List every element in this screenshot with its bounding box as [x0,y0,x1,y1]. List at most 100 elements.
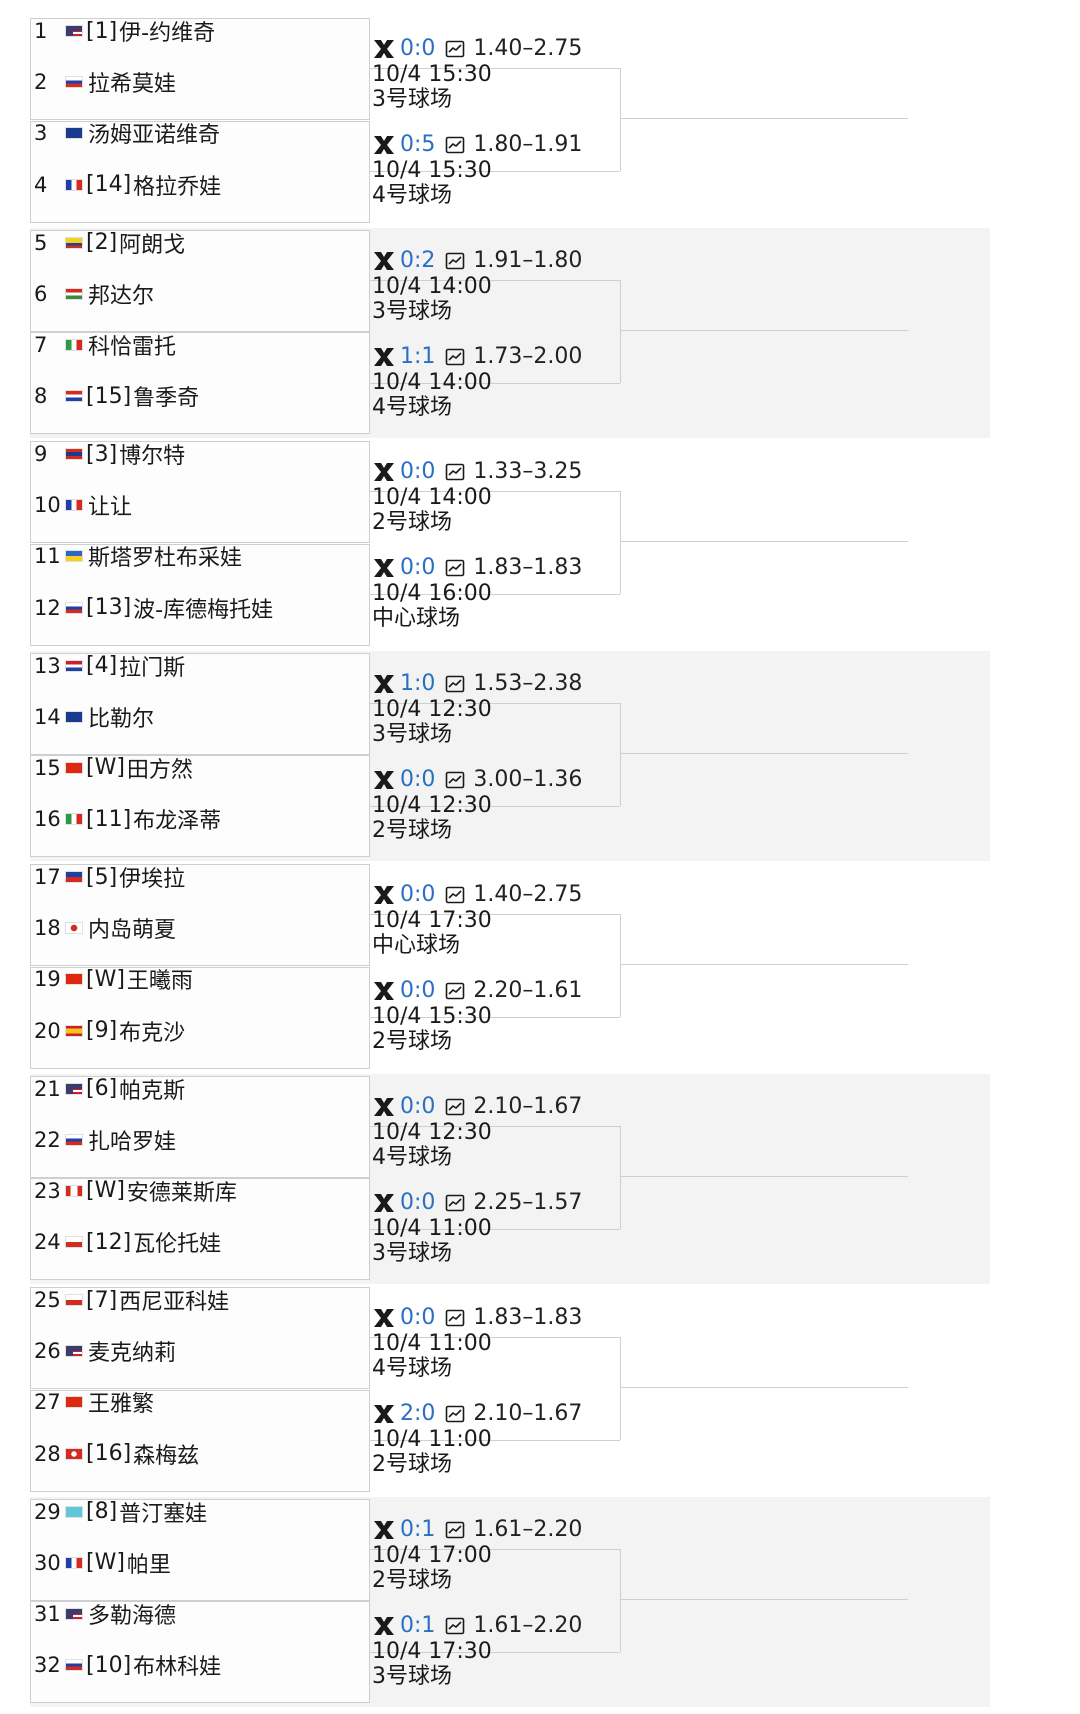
player-row[interactable]: 16[11]布龙泽蒂 [34,804,221,835]
match-time: 10/4 12:30 [372,696,492,722]
chart-icon[interactable] [445,1309,465,1327]
player-row[interactable]: 20[9]布克沙 [34,1016,185,1046]
bracket-connector [620,914,621,1017]
match-score: 0:1 [400,1612,436,1638]
player-row[interactable]: 12[13]波-库德梅托娃 [34,593,273,623]
match-score: 0:0 [400,1305,436,1330]
player-row[interactable]: 25[7]西尼亚科娃 [34,1285,229,1316]
nl-flag [65,659,83,672]
match-odds: 1.33–3.25 [473,459,583,484]
chart-icon[interactable] [445,463,465,481]
player-row[interactable]: 1[1]伊-约维奇 [34,16,215,47]
match-odds: 2.25–1.57 [473,1189,583,1215]
bracket-connector [620,279,621,383]
player-row[interactable]: 4[14]格拉乔娃 [34,170,221,200]
chart-icon[interactable] [445,1098,465,1116]
match-pair-box [30,18,370,120]
draw-position: 9 [34,442,48,466]
player-row[interactable]: 13[4]拉门斯 [34,651,185,681]
bracket-connector [620,1337,621,1440]
logo-icon [374,1616,394,1635]
player-row[interactable]: 17[5]伊埃拉 [34,862,185,893]
match-score: 0:0 [400,1189,436,1215]
match-pair-box [30,543,370,646]
player-row[interactable]: 21[6]帕克斯 [34,1074,185,1104]
player-row[interactable]: 23[W]安德莱斯库 [34,1176,237,1206]
player-row[interactable]: 30[W]帕里 [34,1548,171,1578]
player-row[interactable]: 9[3]博尔特 [34,439,185,470]
player-seed: [W] [86,966,125,992]
player-row[interactable]: 15[W]田方然 [34,753,193,783]
bracket-connector [620,491,621,594]
chart-icon[interactable] [445,886,465,904]
player-row[interactable]: 19[W]王曦雨 [34,964,193,995]
player-name: 波-库德梅托娃 [133,597,274,623]
logo-icon [374,770,394,789]
player-row[interactable]: 29[8]普汀塞娃 [34,1497,207,1527]
chart-icon[interactable] [445,559,465,577]
bracket-connector [370,1337,620,1338]
match-score: 0:0 [400,1093,436,1119]
chart-icon[interactable] [445,1617,465,1635]
match-time: 10/4 17:00 [372,1542,492,1568]
player-row[interactable]: 5[2]阿朗戈 [34,228,185,258]
chart-icon[interactable] [445,1521,465,1539]
player-row[interactable]: 28[16]森梅兹 [34,1439,199,1469]
player-row[interactable]: 32[10]布林科娃 [34,1650,221,1681]
chart-icon[interactable] [445,771,465,789]
chart-icon[interactable] [445,1194,465,1212]
player-row[interactable]: 24[12]瓦伦托娃 [34,1227,221,1258]
bracket-connector [370,1228,620,1230]
match-court: 中心球场 [372,606,461,631]
chart-icon[interactable] [445,252,465,270]
chart-icon[interactable] [445,348,465,366]
chart-icon[interactable] [445,982,465,1000]
match-pair-box [30,1389,370,1492]
chart-icon[interactable] [445,40,465,58]
chart-icon[interactable] [445,1405,465,1423]
match-time: 10/4 15:30 [372,1004,492,1029]
bracket-connector [620,1387,908,1388]
chart-icon[interactable] [445,675,465,693]
chart-icon[interactable] [445,136,465,154]
match-pair-box [30,1498,370,1601]
player-row[interactable]: 8[15]鲁季奇 [34,381,199,412]
bracket-connector [620,68,621,171]
draw-position: 10 [34,493,61,518]
match-court: 3号球场 [372,1663,452,1689]
bracket-connector [620,1548,621,1652]
match-odds: 2.20–1.61 [473,978,583,1003]
logo-icon [374,1309,394,1327]
